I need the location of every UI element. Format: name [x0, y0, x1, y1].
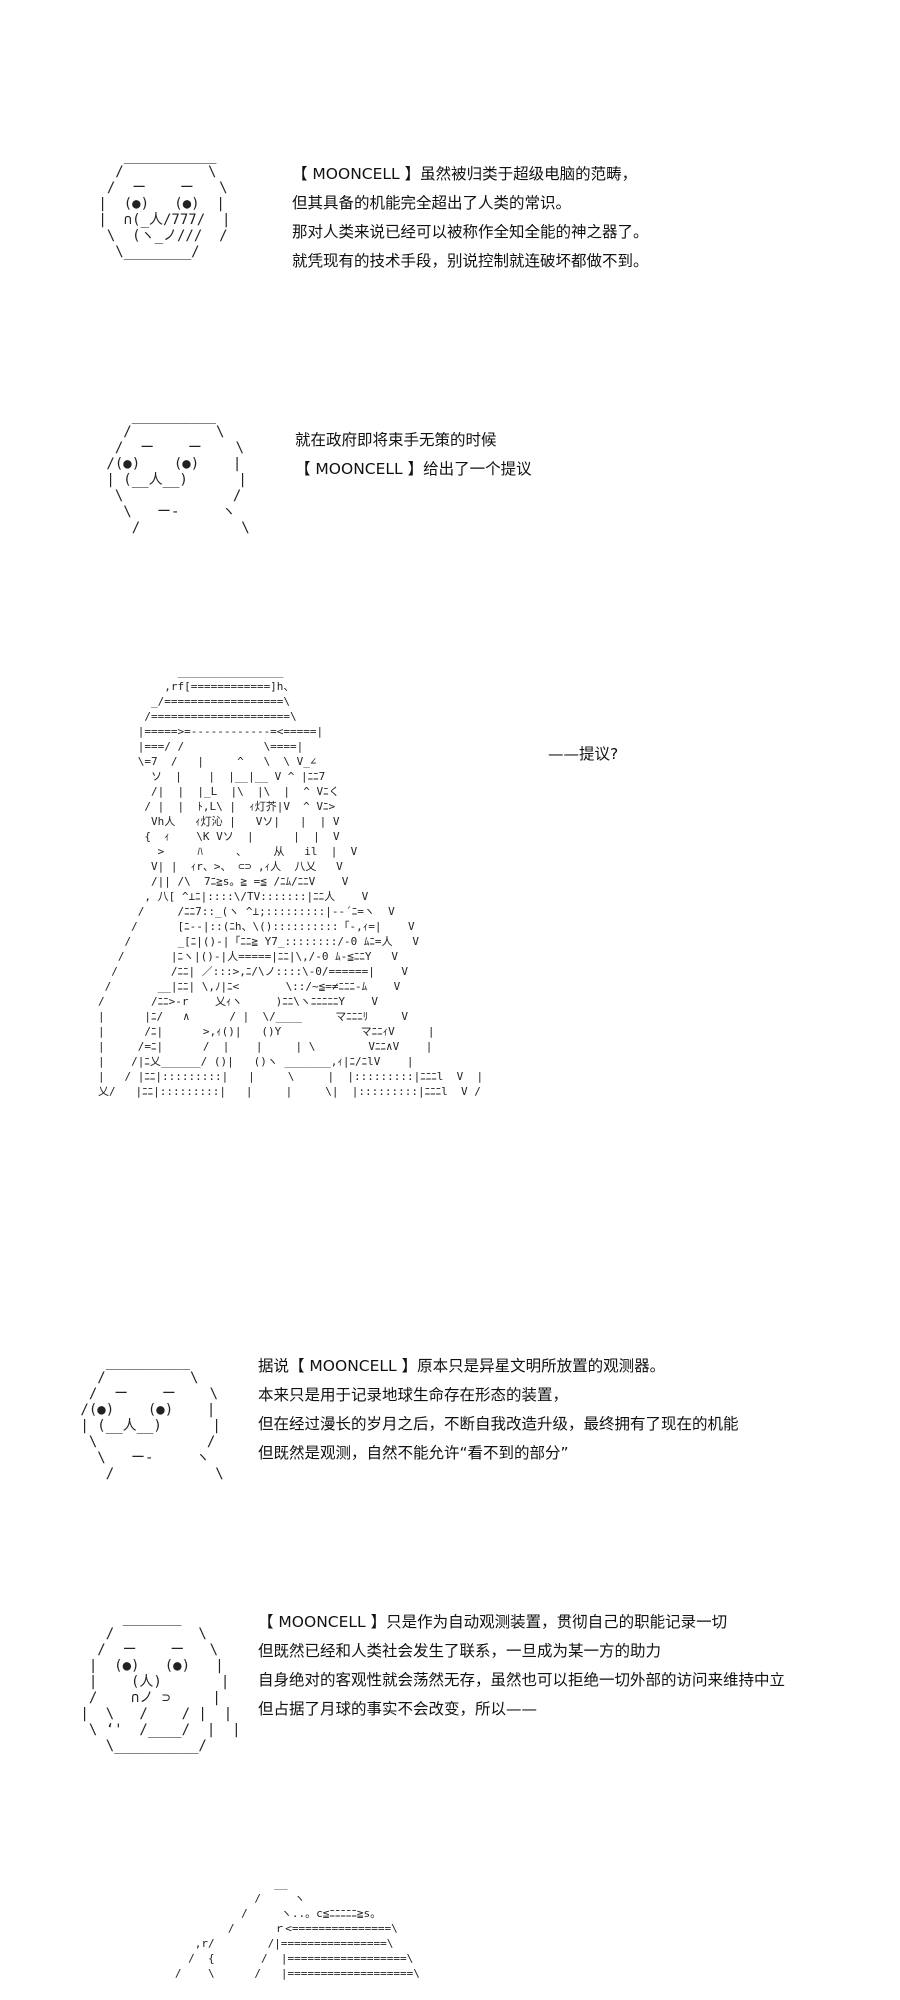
panel-1-dialogue: 【 MOONCELL 】虽然被归类于超级电脑的范畴， 但其具备的机能完全超出了人… [292, 160, 649, 276]
dialogue-line: 本来只是用于记录地球生命存在形态的装置， [258, 1386, 569, 1404]
dialogue-line: 就凭现有的技术手段，别说控制就连破坏都做不到。 [292, 252, 649, 270]
dialogue-line: 据说【 MOONCELL 】原本只是异星文明所放置的观测器。 [258, 1357, 666, 1375]
dialogue-line: ——提议? [548, 745, 619, 763]
dialogue-line: 但在经过漫长的岁月之后，不断自我改造升级，最终拥有了现在的机能 [258, 1415, 739, 1433]
dialogue-line: 那对人类来说已经可以被称作全知全能的神之器了。 [292, 223, 649, 241]
panel-5-ascii-art: _______ / \ / ー ー \ | (●) (●) | | (人) | … [80, 1610, 241, 1754]
panel-6-ascii-art: __ / ヽ / ヽ..。c≦ﾆﾆﾆﾆﾆ≧s。 / ｒ<============… [174, 1877, 420, 1980]
dialogue-line: 但既然已经和人类社会发生了联系，一旦成为某一方的助力 [258, 1642, 662, 1660]
dialogue-line: 就在政府即将束手无策的时候 [295, 431, 497, 449]
dialogue-line: 【 MOONCELL 】虽然被归类于超级电脑的范畴， [292, 165, 638, 183]
panel-5-dialogue: 【 MOONCELL 】只是作为自动观测装置，贯彻自己的职能记录一切 但既然已经… [258, 1608, 785, 1724]
panel-1-ascii-art: ___________ / \ / ー ー \ | (●) (●) | | ∩(… [98, 148, 231, 260]
panel-4-ascii-art: __________ / \ / ー ー \ /(●) (●) | | (__人… [80, 1354, 224, 1482]
dialogue-line: 自身绝对的客观性就会荡然无存，虽然也可以拒绝一切外部的访问来维持中立 [258, 1671, 786, 1689]
dialogue-line: 【 MOONCELL 】给出了一个提议 [295, 460, 532, 478]
dialogue-line: 但占据了月球的事实不会改变，所以—— [258, 1700, 538, 1718]
panel-2-dialogue: 就在政府即将束手无策的时候 【 MOONCELL 】给出了一个提议 [295, 426, 532, 484]
panel-2-ascii-art: __________ / \ / ー ー \ /(●) (●) | | (__人… [106, 408, 250, 536]
dialogue-line: 但其具备的机能完全超出了人类的常识。 [292, 194, 572, 212]
dialogue-line: 【 MOONCELL 】只是作为自动观测装置，贯彻自己的职能记录一切 [258, 1613, 728, 1631]
panel-3-ascii-art: ________________ ,rf[============]h、 _/=… [98, 665, 484, 1098]
dialogue-line: 但既然是观测，自然不能允许“看不到的部分” [258, 1444, 569, 1462]
panel-3-dialogue: ——提议? [548, 740, 618, 769]
panel-4-dialogue: 据说【 MOONCELL 】原本只是异星文明所放置的观测器。 本来只是用于记录地… [258, 1352, 739, 1468]
